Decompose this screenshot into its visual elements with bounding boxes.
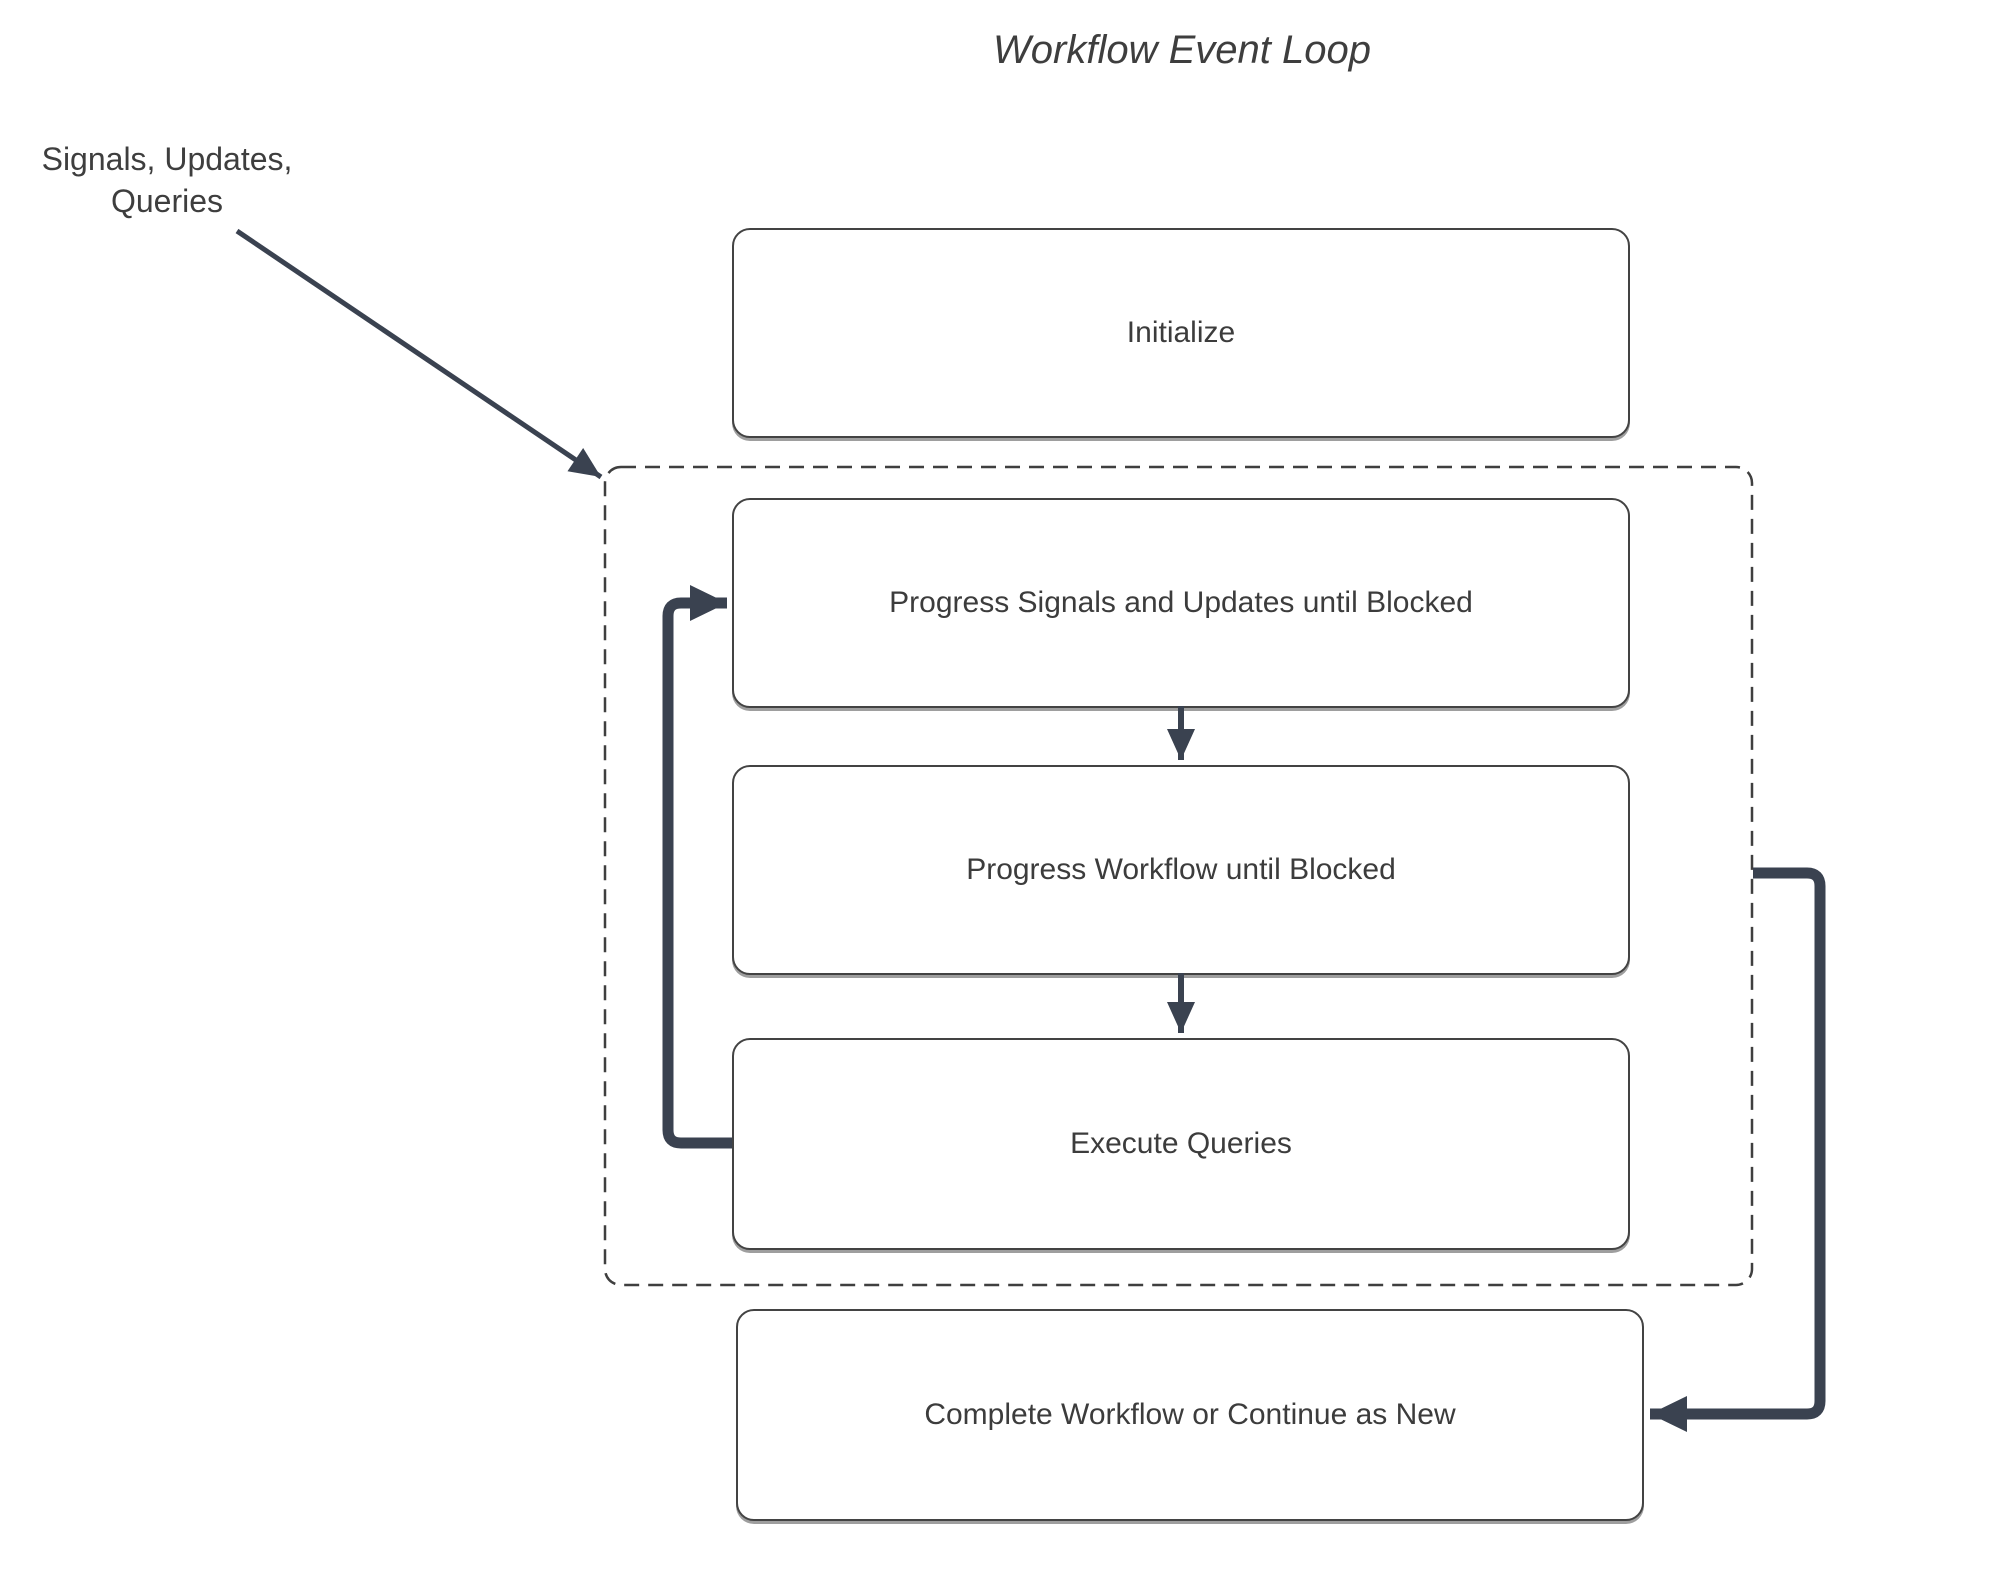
node-progress-signals-updates-label: Progress Signals and Updates until Block…: [889, 586, 1473, 619]
node-progress-signals-updates: Progress Signals and Updates until Block…: [732, 498, 1630, 708]
node-initialize-label: Initialize: [1126, 316, 1236, 349]
node-progress-workflow-label: Progress Workflow until Blocked: [966, 853, 1396, 886]
loop-back-arrow: [662, 585, 732, 1149]
node-complete-or-continue: Complete Workflow or Continue as New: [736, 1309, 1644, 1521]
exit-to-complete-arrow: [1650, 867, 1826, 1432]
signals-updates-queries-annotation: Signals, Updates, Queries: [41, 141, 293, 220]
diagram-title: Workflow Event Loop: [993, 28, 1371, 72]
annotation-arrow: [235, 228, 603, 480]
node-complete-or-continue-label: Complete Workflow or Continue as New: [924, 1398, 1456, 1431]
node-execute-queries: Execute Queries: [732, 1038, 1630, 1250]
node-execute-queries-label: Execute Queries: [1070, 1127, 1292, 1160]
node-progress-workflow: Progress Workflow until Blocked: [732, 765, 1630, 975]
node-initialize: Initialize: [732, 228, 1630, 438]
